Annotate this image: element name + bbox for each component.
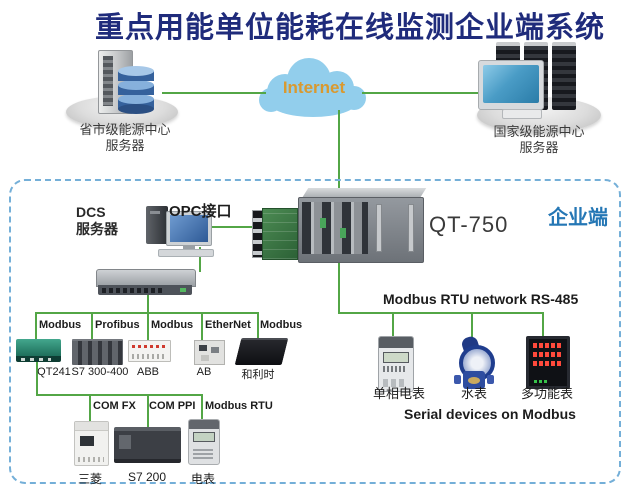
network-line xyxy=(338,262,340,314)
opc-module-icon xyxy=(252,208,298,260)
rack-server-icon xyxy=(552,42,576,110)
pc-monitor-icon xyxy=(166,211,212,246)
pc-tower-icon xyxy=(146,206,168,244)
monitor-stand xyxy=(183,245,195,249)
protocol-label: Modbus xyxy=(260,319,303,331)
device-label: 和利时 xyxy=(241,369,275,381)
device-label: QT241 xyxy=(37,366,71,378)
dcs-server-label: DCS 服务器 xyxy=(76,204,118,238)
network-line xyxy=(542,312,544,338)
enterprise-boundary xyxy=(9,179,621,484)
network-line xyxy=(338,110,340,190)
opc-interface-label: OPC接口 xyxy=(169,203,232,220)
network-line xyxy=(89,394,91,422)
dcs-label-line1: DCS xyxy=(76,204,106,220)
national-server-name: 国家级能源中心 xyxy=(493,124,585,139)
serial-bus-line xyxy=(36,394,203,396)
protocol-label: Profibus xyxy=(95,319,140,331)
rs485-bus-line xyxy=(338,312,544,314)
network-switch-icon xyxy=(96,269,196,296)
network-line xyxy=(162,92,266,94)
qt241-device-icon xyxy=(16,339,61,362)
device-label: S7 300-400 xyxy=(71,366,129,378)
opc-link-line xyxy=(209,226,253,228)
ab-device-icon xyxy=(194,340,225,365)
national-server-label: 国家级能源中心 服务器 xyxy=(475,124,603,156)
abb-module-icon xyxy=(128,340,171,362)
qt750-label: QT-750 xyxy=(429,212,509,237)
network-line xyxy=(392,312,394,338)
single-phase-meter-icon xyxy=(378,336,414,392)
hollysys-device-icon xyxy=(234,338,289,365)
protocol-label: COM FX xyxy=(93,400,136,412)
monitor-icon xyxy=(478,60,544,110)
multifunction-meter-icon xyxy=(526,336,570,389)
provincial-server-label: 省市级能源中心 服务器 xyxy=(58,122,192,154)
mitsubishi-plc-icon xyxy=(74,421,109,466)
protocol-label: EtherNet xyxy=(205,319,251,331)
device-label: 三菱 xyxy=(77,472,102,486)
page-title: 重点用能单位能耗在线监测企业端系统 xyxy=(94,12,605,44)
device-label: AB xyxy=(196,366,212,378)
network-line xyxy=(201,312,203,341)
enterprise-zone-label: 企业端 xyxy=(548,207,608,229)
meter-label: 单相电表 xyxy=(372,386,425,401)
internet-cloud-icon xyxy=(259,58,366,117)
protocol-label: COM PPI xyxy=(149,400,196,412)
qt750-gateway-icon xyxy=(298,188,427,265)
network-line xyxy=(91,312,93,341)
network-line xyxy=(199,247,201,272)
network-line xyxy=(36,360,38,396)
network-line xyxy=(471,312,473,340)
device-label: S7 200 xyxy=(127,470,167,484)
water-meter-icon xyxy=(454,334,495,391)
keyboard-icon xyxy=(502,109,542,119)
network-line xyxy=(201,394,203,420)
network-line xyxy=(147,394,149,428)
provincial-server-sub: 服务器 xyxy=(105,138,145,153)
internet-label: Internet xyxy=(282,78,346,97)
rs485-network-label: Modbus RTU network RS-485 xyxy=(383,291,579,307)
national-server-sub: 服务器 xyxy=(519,140,559,155)
provincial-server-name: 省市级能源中心 xyxy=(79,122,171,137)
protocol-label: Modbus xyxy=(39,319,82,331)
network-line xyxy=(257,312,259,339)
network-line xyxy=(35,312,37,341)
dcs-label-line2: 服务器 xyxy=(76,221,118,237)
database-icon xyxy=(118,66,154,114)
network-line xyxy=(147,294,149,314)
meter-label: 多功能表 xyxy=(520,386,573,401)
s7-200-plc-icon xyxy=(114,427,181,463)
energy-meter-icon xyxy=(188,419,220,465)
device-label: 电表 xyxy=(190,472,215,486)
serial-devices-caption: Serial devices on Modbus xyxy=(404,406,576,422)
protocol-label: Modbus xyxy=(151,319,194,331)
network-line xyxy=(362,92,484,94)
protocol-label: Modbus RTU xyxy=(205,400,273,412)
network-line xyxy=(147,312,149,341)
keyboard-icon xyxy=(158,249,214,257)
meter-label: 水表 xyxy=(460,386,487,401)
s7-300-plc-icon xyxy=(72,339,123,365)
device-label: ABB xyxy=(136,366,159,378)
